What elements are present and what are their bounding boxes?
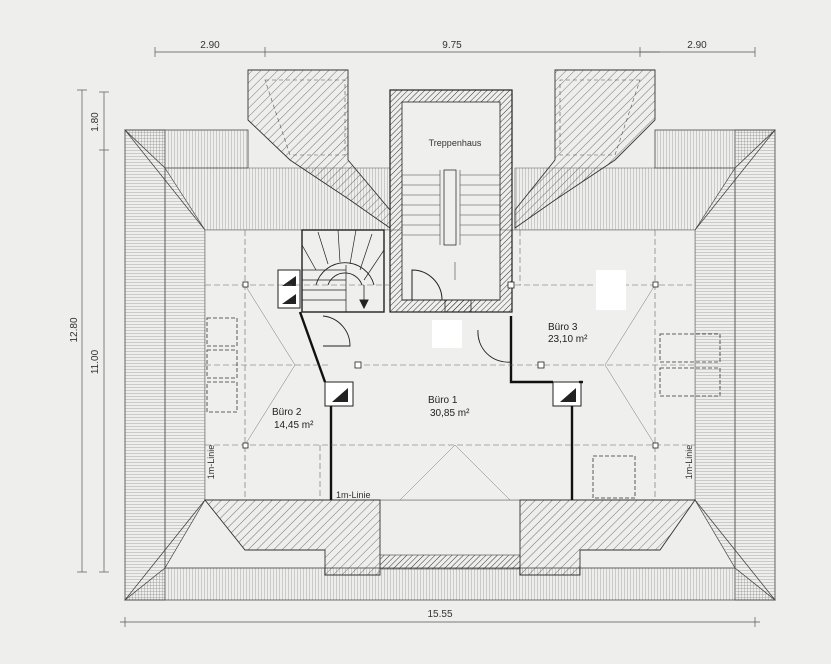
line-label-right: 1m-Linie (684, 445, 694, 480)
skylights (206, 317, 721, 499)
white-patch (596, 270, 626, 310)
walls (298, 311, 583, 500)
chimney-center-right (552, 381, 582, 407)
dormer-bottom-left (204, 499, 381, 576)
dim-left-top: 1.80 (90, 112, 101, 132)
dim-left-inner: 11.00 (90, 349, 101, 374)
line-label-bottom: 1m-Linie (336, 490, 371, 500)
stairwell-label: Treppenhaus (429, 138, 482, 148)
room-buero1-label: Büro 1 (428, 395, 458, 406)
stairwell (389, 89, 513, 313)
dim-top-right: 2.90 (687, 40, 707, 51)
dimension-lines (77, 47, 760, 627)
room-buero3-label: Büro 3 (548, 322, 578, 333)
line-label-left: 1m-Linie (206, 445, 216, 480)
dim-bottom: 15.55 (427, 609, 452, 620)
dormer-top-right (514, 69, 656, 229)
white-patch-2 (432, 320, 462, 348)
dim-top-left: 2.90 (200, 40, 220, 51)
room-buero2-area: 14,45 m² (274, 420, 314, 431)
room-buero3-area: 23,10 m² (548, 334, 588, 345)
dim-top-middle: 9.75 (442, 40, 462, 51)
hip-lines (244, 284, 656, 501)
doors (322, 315, 512, 363)
bottom-ridge-band (379, 554, 521, 570)
spiral-stair (301, 229, 385, 313)
dim-left-outer: 12.80 (69, 317, 80, 342)
room-buero1-area: 30,85 m² (430, 408, 470, 419)
dormer-bottom-right (519, 499, 696, 576)
chimney-left (277, 269, 301, 309)
markers (242, 281, 659, 449)
room-buero2-label: Büro 2 (272, 407, 302, 418)
chimney-center-left (324, 381, 354, 407)
